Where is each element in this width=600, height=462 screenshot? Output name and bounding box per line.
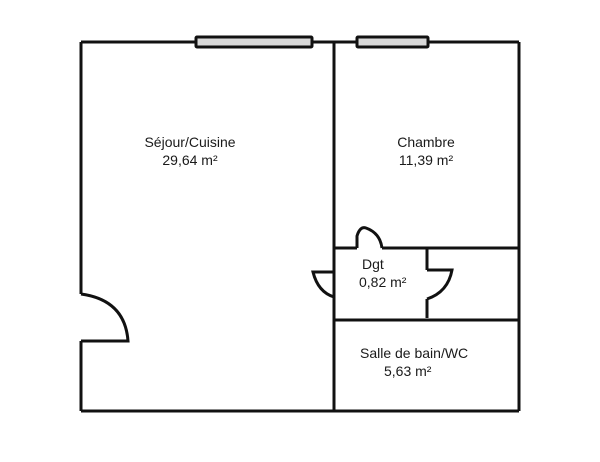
room-name: Séjour/Cuisine (144, 134, 236, 150)
room-area: 5,63 m² (384, 363, 432, 379)
window-sejour-icon (194, 35, 314, 49)
room-name: Chambre (397, 134, 455, 150)
room-label-sdb: Salle de bain/WC 5,63 m² (360, 344, 500, 380)
dgt-right-door-icon (426, 268, 454, 301)
window-chambre-icon (355, 35, 430, 49)
room-area: 29,64 m² (162, 152, 218, 168)
room-label-sejour: Séjour/Cuisine 29,64 m² (122, 133, 258, 169)
room-label-dgt: Dgt 0,82 m² (353, 255, 433, 291)
room-name: Salle de bain/WC (360, 345, 469, 361)
entrance-door-icon (80, 292, 130, 343)
room-area: 11,39 m² (398, 152, 454, 168)
room-area: 0,82 m² (359, 274, 407, 290)
chambre-door-icon (355, 226, 384, 249)
room-name: Dgt (362, 256, 384, 272)
room-label-chambre: Chambre 11,39 m² (378, 133, 474, 169)
dgt-left-door-icon (311, 270, 335, 299)
